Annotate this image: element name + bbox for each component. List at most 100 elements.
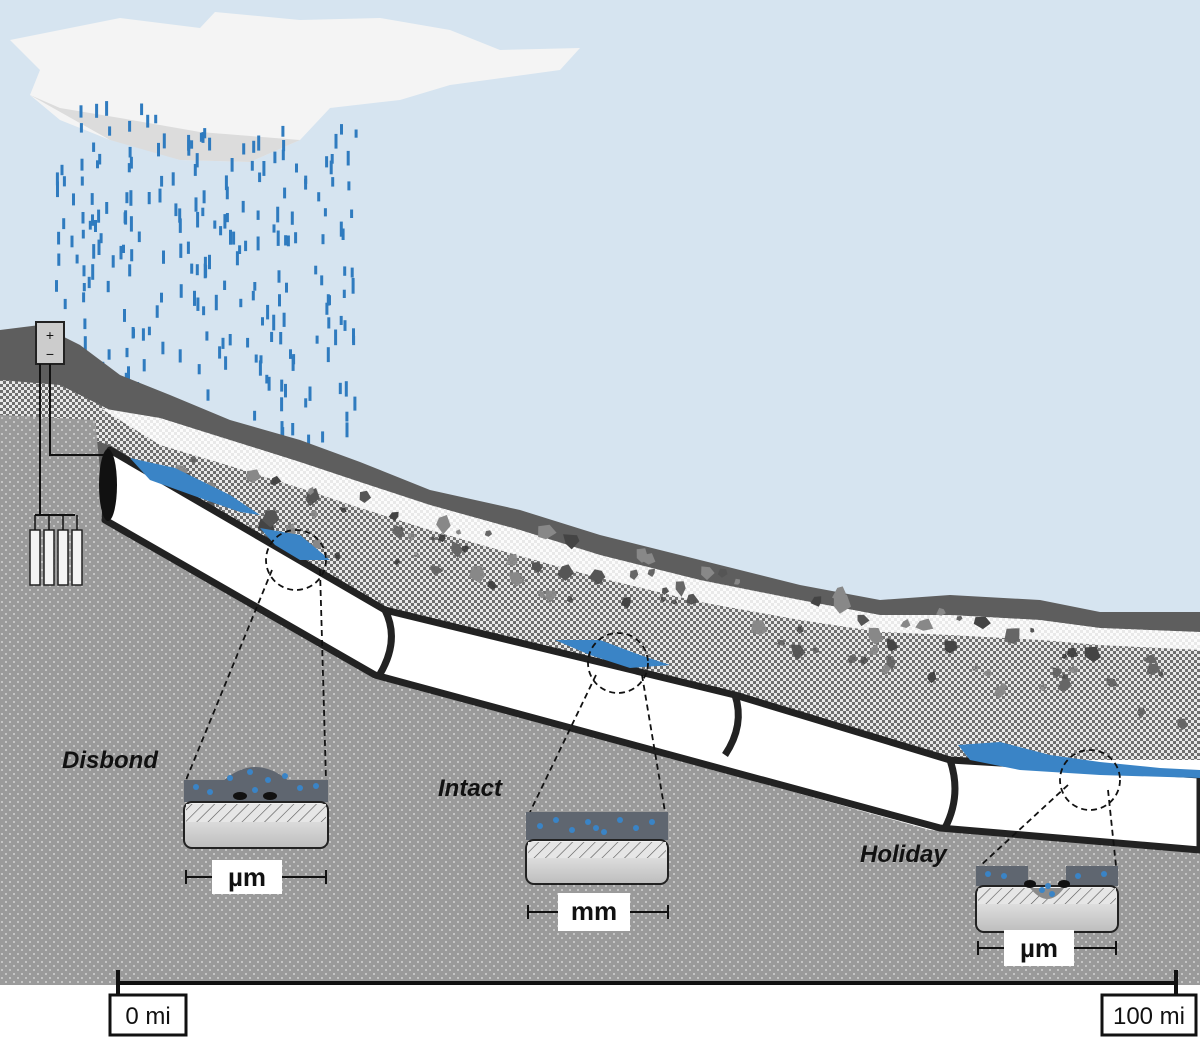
rock xyxy=(1057,677,1072,693)
raindrop xyxy=(259,355,263,364)
rock xyxy=(734,578,740,585)
rock xyxy=(451,541,463,558)
raindrop xyxy=(282,140,286,152)
raindrop xyxy=(62,176,66,187)
raindrop xyxy=(155,305,159,318)
raindrop xyxy=(342,289,346,298)
raindrop xyxy=(87,276,91,289)
inset-intact xyxy=(525,812,669,885)
raindrop xyxy=(160,292,163,303)
pipe-joint xyxy=(941,758,959,830)
rock xyxy=(392,524,405,539)
rock xyxy=(334,552,341,561)
raindrop xyxy=(91,214,94,226)
raindrop xyxy=(326,347,330,363)
raindrop xyxy=(346,150,350,166)
raindrop xyxy=(80,158,84,171)
raindrop xyxy=(97,239,101,255)
raindrop xyxy=(270,331,274,342)
raindrop xyxy=(147,326,151,336)
rock xyxy=(686,593,700,605)
raindrop xyxy=(55,280,58,292)
raindrop xyxy=(280,397,284,412)
rock xyxy=(1084,646,1101,663)
rock xyxy=(717,568,728,578)
raindrop xyxy=(279,332,283,345)
raindrop xyxy=(190,263,194,274)
rock xyxy=(944,640,958,654)
rock xyxy=(973,616,991,630)
raindrop xyxy=(214,294,218,311)
raindrop xyxy=(304,398,308,408)
raindrop xyxy=(140,103,144,116)
rock xyxy=(388,511,399,521)
raindrop xyxy=(328,295,331,306)
scale-bar-disbond xyxy=(185,860,327,894)
raindrop xyxy=(304,178,308,190)
water-pools xyxy=(130,458,1200,778)
raindrop xyxy=(119,245,123,260)
raindrop xyxy=(80,176,84,186)
rock xyxy=(860,656,869,666)
raindrop xyxy=(205,331,209,341)
rock xyxy=(1158,671,1164,678)
raindrop xyxy=(202,190,206,204)
raindrop xyxy=(160,175,164,187)
raindrop xyxy=(83,336,87,352)
raindrop xyxy=(223,280,227,290)
rock xyxy=(505,553,518,566)
scale-label-disbond: µm xyxy=(228,862,266,892)
raindrop xyxy=(280,421,284,435)
raindrop xyxy=(291,355,295,371)
raindrop xyxy=(190,140,194,149)
raindrop xyxy=(281,149,285,161)
raindrop xyxy=(321,234,325,245)
rock xyxy=(1067,666,1079,675)
raindrop xyxy=(276,230,280,246)
raindrop xyxy=(286,235,290,247)
raindrop xyxy=(317,192,321,202)
raindrop xyxy=(331,177,335,187)
rock xyxy=(810,596,822,607)
raindrop xyxy=(256,210,260,220)
rock xyxy=(927,671,937,684)
raindrop xyxy=(193,164,197,176)
raindrop xyxy=(354,129,358,138)
raindrop xyxy=(174,203,178,217)
raindrop xyxy=(141,328,145,341)
rock xyxy=(1143,654,1158,664)
raindrop xyxy=(291,423,295,436)
raindrop xyxy=(129,190,133,206)
raindrop xyxy=(345,422,349,438)
rock xyxy=(647,568,655,577)
raindrop xyxy=(79,123,83,133)
raindrop xyxy=(235,251,239,266)
rock xyxy=(468,565,485,584)
raindrop xyxy=(91,264,95,280)
raindrop xyxy=(82,292,86,303)
raindrop xyxy=(70,235,74,248)
rock xyxy=(508,572,526,587)
raindrop xyxy=(344,381,348,397)
raindrop xyxy=(330,154,334,164)
raindrop xyxy=(63,298,67,310)
rock xyxy=(972,666,978,671)
rock xyxy=(936,607,946,616)
raindrop xyxy=(123,212,127,224)
rock xyxy=(1004,628,1020,644)
raindrop xyxy=(208,254,211,270)
inset-disbond xyxy=(183,767,329,849)
raindrop xyxy=(334,133,338,149)
rock xyxy=(1177,718,1189,730)
raindrop xyxy=(289,349,292,359)
raindrop xyxy=(241,200,245,213)
rock xyxy=(359,490,372,503)
raindrop xyxy=(127,366,130,380)
raindrop xyxy=(282,312,286,327)
raindrop xyxy=(266,304,270,320)
rock xyxy=(1038,683,1048,692)
rock xyxy=(881,664,891,675)
label-holiday: Holiday xyxy=(860,841,948,868)
rock xyxy=(484,530,493,537)
pipe-end-opening xyxy=(99,449,117,521)
